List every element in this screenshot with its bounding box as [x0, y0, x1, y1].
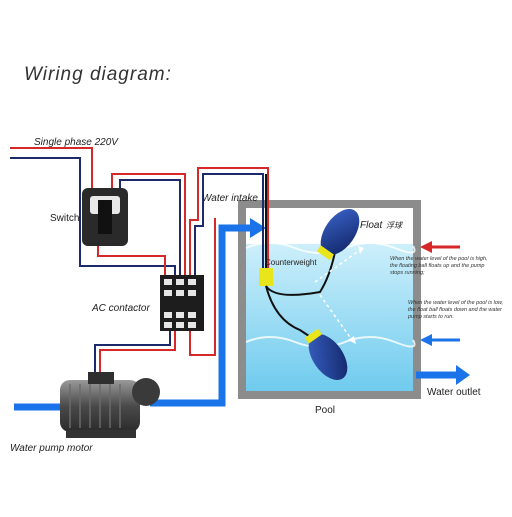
water-pump-motor: [60, 372, 160, 438]
water-intake-label: Water intake: [202, 193, 258, 204]
water-pipes: [14, 218, 470, 411]
motor-neutral-wire: [94, 330, 171, 372]
counterweight-label: Counterweight: [265, 258, 317, 267]
intake-arrow-icon: [250, 218, 266, 238]
pool-label: Pool: [315, 405, 336, 416]
high-level-arrow-icon: [420, 241, 432, 253]
live-wire-in: [10, 147, 93, 190]
float-high: [316, 209, 360, 261]
motor-base: [66, 430, 136, 438]
float-label-cn: 浮球: [386, 221, 403, 230]
intake-pipe: [150, 224, 252, 407]
single-phase-label: Single phase 220V: [34, 137, 118, 148]
low-level-arrow-icon: [420, 334, 432, 346]
float-cable-upper: [265, 251, 336, 296]
switch-lever: [98, 200, 112, 234]
switch-device: [82, 188, 128, 246]
motor-fins: [69, 384, 121, 428]
contactor-terminals: [164, 279, 196, 328]
float-switch: [259, 174, 364, 380]
float-low: [304, 328, 348, 380]
neutral-wire-in: [10, 157, 176, 276]
contactor-coil-wire: [189, 218, 216, 356]
low-level-note: When the water level of the pool is low,…: [408, 300, 504, 320]
wires: [10, 147, 269, 372]
switch-return-wire: [119, 179, 181, 276]
float-label-en: Float: [360, 220, 383, 231]
high-level-note: When the water level of the pool is high…: [390, 256, 488, 276]
water-pump-motor-label: Water pump motor: [10, 443, 93, 454]
motor-junction-box: [88, 372, 114, 384]
float-neutral-wire: [194, 173, 264, 276]
outlet-arrow-icon: [456, 365, 470, 385]
pump-head: [132, 378, 160, 406]
water-outlet-label: Water outlet: [427, 387, 481, 398]
float-label: Float 浮球: [360, 220, 402, 231]
switch-to-contactor-wire: [111, 173, 186, 276]
counterweight: [259, 268, 273, 286]
ac-contactor-label: AC contactor: [92, 303, 150, 314]
switch-out-wire: [97, 245, 166, 276]
switch-label: Switch: [50, 213, 80, 224]
float-live-wire: [189, 167, 269, 276]
ac-contactor-device: [160, 275, 204, 331]
motor-live-wire: [99, 330, 176, 372]
page-title: Wiring diagram:: [24, 64, 172, 85]
